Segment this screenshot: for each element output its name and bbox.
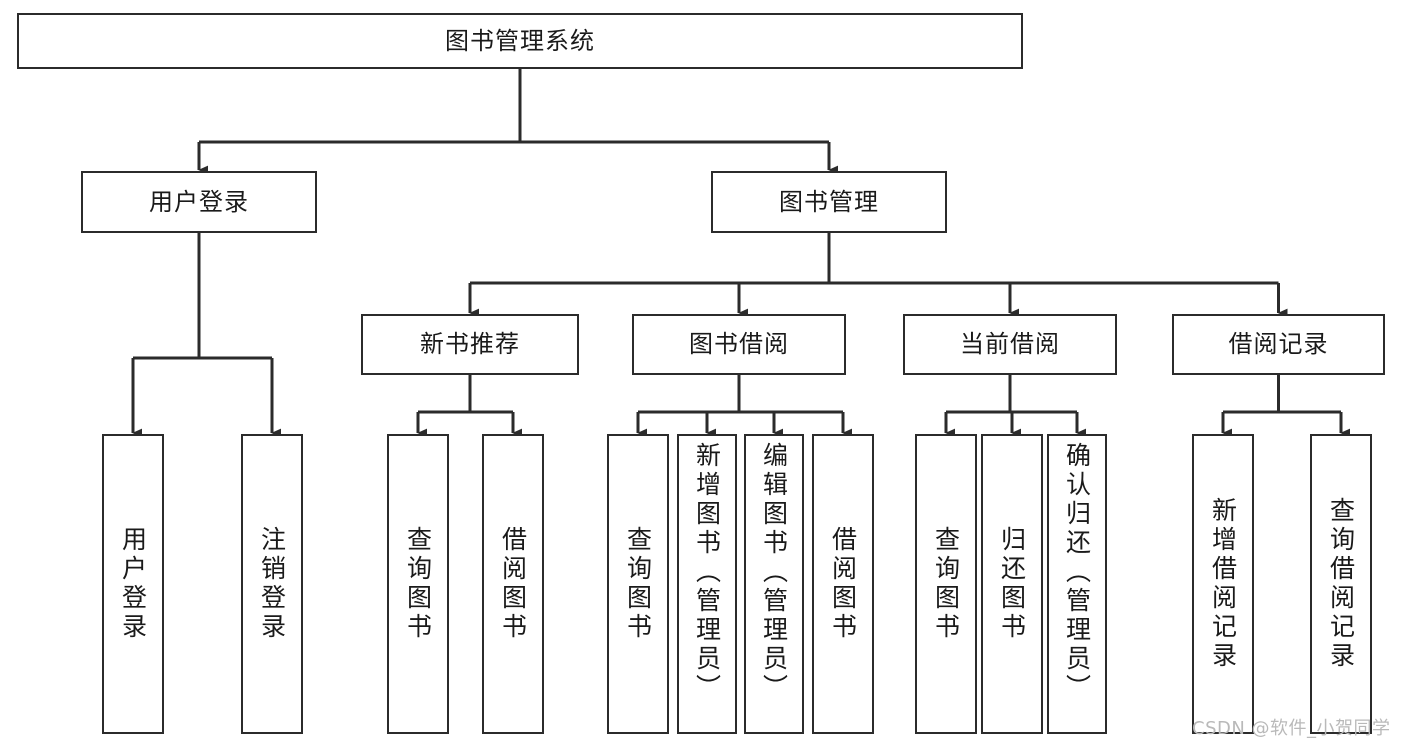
node-book-borrow-label: 图书借阅 xyxy=(689,330,789,359)
csdn-watermark: CSDN @软件_小贺同学 xyxy=(1192,718,1391,739)
leaf-edit-book-admin[interactable]: 编辑图书（管理员） xyxy=(744,434,804,734)
node-current-borrow-label: 当前借阅 xyxy=(960,330,1060,359)
leaf-user-login-label: 用户登录 xyxy=(118,526,148,642)
leaf-borrow-book[interactable]: 借阅图书 xyxy=(812,434,874,734)
node-user-login[interactable]: 用户登录 xyxy=(81,171,317,233)
leaf-query-book-current[interactable]: 查询图书 xyxy=(915,434,977,734)
node-root[interactable]: 图书管理系统 xyxy=(17,13,1023,69)
leaf-confirm-return-admin[interactable]: 确认归还（管理员） xyxy=(1047,434,1107,734)
leaf-query-book-recommend[interactable]: 查询图书 xyxy=(387,434,449,734)
leaf-edit-book-admin-label: 编辑图书（管理员） xyxy=(759,442,789,703)
node-new-book-recommend-label: 新书推荐 xyxy=(420,330,520,359)
node-book-management[interactable]: 图书管理 xyxy=(711,171,947,233)
leaf-logout-login-label: 注销登录 xyxy=(257,526,287,642)
leaf-add-borrow-record[interactable]: 新增借阅记录 xyxy=(1192,434,1254,734)
leaf-borrow-book-recommend[interactable]: 借阅图书 xyxy=(482,434,544,734)
leaf-user-login[interactable]: 用户登录 xyxy=(102,434,164,734)
leaf-query-borrow-record-label: 查询借阅记录 xyxy=(1326,497,1356,671)
leaf-add-book-admin[interactable]: 新增图书（管理员） xyxy=(677,434,737,734)
leaf-query-book-current-label: 查询图书 xyxy=(931,526,961,642)
node-new-book-recommend[interactable]: 新书推荐 xyxy=(361,314,579,375)
node-user-login-label: 用户登录 xyxy=(149,187,249,216)
leaf-confirm-return-admin-label: 确认归还（管理员） xyxy=(1062,442,1092,703)
leaf-add-book-admin-label: 新增图书（管理员） xyxy=(692,442,722,703)
leaf-query-book-borrow[interactable]: 查询图书 xyxy=(607,434,669,734)
node-book-management-label: 图书管理 xyxy=(779,187,879,216)
node-borrow-record-label: 借阅记录 xyxy=(1228,330,1329,359)
node-book-borrow[interactable]: 图书借阅 xyxy=(632,314,846,375)
leaf-query-book-borrow-label: 查询图书 xyxy=(623,526,653,642)
leaf-query-borrow-record[interactable]: 查询借阅记录 xyxy=(1310,434,1372,734)
leaf-add-borrow-record-label: 新增借阅记录 xyxy=(1208,497,1238,671)
node-root-label: 图书管理系统 xyxy=(445,26,595,55)
leaf-borrow-book-recommend-label: 借阅图书 xyxy=(498,526,528,642)
leaf-return-book-label: 归还图书 xyxy=(997,526,1027,642)
node-current-borrow[interactable]: 当前借阅 xyxy=(903,314,1117,375)
leaf-borrow-book-label: 借阅图书 xyxy=(828,526,858,642)
leaf-return-book[interactable]: 归还图书 xyxy=(981,434,1043,734)
leaf-logout-login[interactable]: 注销登录 xyxy=(241,434,303,734)
leaf-query-book-recommend-label: 查询图书 xyxy=(403,526,433,642)
node-borrow-record[interactable]: 借阅记录 xyxy=(1172,314,1385,375)
